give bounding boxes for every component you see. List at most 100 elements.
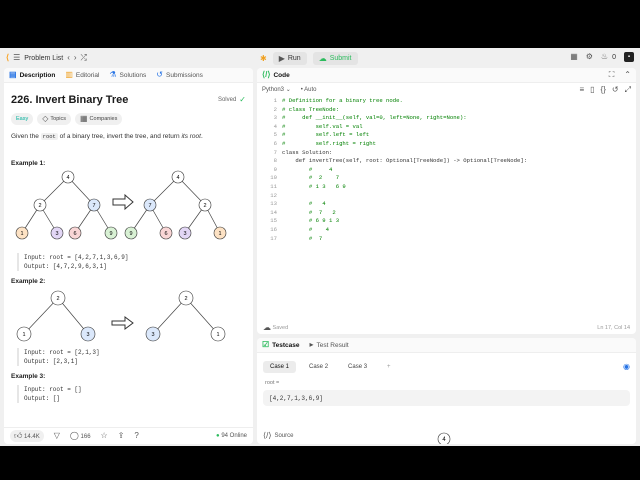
comments-button[interactable]: ◯ 166	[70, 432, 91, 441]
case-3-tab[interactable]: Case 3	[348, 364, 368, 370]
mode-toggle[interactable]: • Auto	[300, 86, 317, 93]
problem-tags: Easy ◇ Topics ▦ Companies	[11, 113, 246, 125]
tree-edge	[177, 176, 206, 206]
tree-node-label: 1	[20, 231, 23, 237]
case-tabs: Case 1 Case 2 Case 3 + ◉	[257, 353, 636, 373]
document-icon: ▤	[9, 70, 17, 79]
top-bar: ⟨ ☰ Problem List ‹ › ⤮ ✱ ▶ Run ☁ Submit …	[0, 48, 640, 68]
code-line: # class TreeNode:	[282, 105, 340, 113]
layout-icon[interactable]: ▦	[570, 52, 578, 61]
chevron-up-icon[interactable]: ⌃	[624, 70, 631, 79]
bookmark-icon[interactable]: ▯	[590, 84, 595, 94]
example-3-title: Example 3:	[11, 373, 46, 380]
tab-test-result-label: Test Result	[316, 341, 349, 349]
example-1-title: Example 1:	[11, 160, 46, 167]
topics-label: Topics	[50, 116, 66, 122]
tree-node	[61, 170, 75, 184]
code-editor[interactable]: 1# Definition for a binary tree node.2# …	[257, 97, 636, 317]
desc-text-3: .	[200, 133, 203, 140]
tab-editorial[interactable]: ▥ Editorial	[65, 71, 99, 79]
tree-node	[178, 226, 192, 240]
terminal-icon: ▸	[309, 340, 314, 349]
run-label: Run	[287, 55, 301, 62]
tag-icon: ◇	[42, 114, 49, 123]
play-icon: ▶	[278, 53, 285, 63]
case-2-tab[interactable]: Case 2	[309, 364, 329, 370]
language-select[interactable]: Python3 ⌄	[262, 87, 291, 93]
star-icon[interactable]: ☆	[100, 431, 108, 440]
input-label: root =	[265, 380, 280, 386]
tab-solutions[interactable]: ⚗ Solutions	[109, 71, 146, 79]
avatar[interactable]: ▪	[624, 52, 634, 62]
tab-testcase[interactable]: ☑ Testcase	[262, 341, 300, 349]
eye-icon[interactable]: ◉	[623, 362, 630, 371]
online-count: ● 94 Online	[216, 433, 247, 439]
tree-node-label: 6	[164, 231, 167, 237]
tab-test-result[interactable]: ▸ Test Result	[310, 341, 349, 349]
add-case-button[interactable]: +	[387, 364, 391, 370]
example-2-io: Input: root = [2,1,3] Output: [2,3,1]	[17, 348, 246, 366]
code-line: # self.right = right	[282, 140, 376, 147]
chevron-left-icon[interactable]: ‹	[67, 53, 70, 62]
tab-description[interactable]: ▤ Description	[9, 71, 55, 79]
help-icon[interactable]: ?	[134, 431, 139, 440]
code-panel: ⟨/⟩ Code ⛶ ⌃ Python3 ⌄ • Auto ≡ ▯ {} ↺ ⤢…	[257, 68, 636, 334]
notes-icon[interactable]: ≡	[579, 84, 585, 94]
tree-edge	[149, 176, 179, 206]
share-icon[interactable]: ⇪	[117, 431, 125, 440]
thumbs-up-icon: 👍︎	[14, 431, 23, 440]
example-3-input: Input: root = []	[24, 386, 82, 393]
leetcode-app: ⟨ ☰ Problem List ‹ › ⤮ ✱ ▶ Run ☁ Submit …	[0, 48, 640, 446]
input-value-field[interactable]: [4,2,7,1,3,6,9]	[263, 390, 630, 406]
tree-node	[33, 198, 47, 212]
tree-node	[87, 198, 101, 212]
desc-code: root	[40, 133, 58, 140]
description-panel: ▤ Description ▥ Editorial ⚗ Solutions ↺ …	[4, 68, 253, 444]
topics-chip[interactable]: ◇ Topics	[37, 113, 71, 125]
code-line: # 1 3 6 9	[282, 183, 346, 190]
maximize-icon[interactable]: ⛶	[608, 70, 615, 79]
book-icon: ▥	[65, 70, 73, 79]
bug-icon[interactable]: ✱	[260, 53, 267, 63]
leetcode-logo-icon[interactable]: ⟨	[6, 53, 10, 62]
checkbox-icon: ☑	[262, 340, 270, 349]
chevron-right-icon[interactable]: ›	[73, 53, 77, 62]
example-3-output: Output: []	[24, 395, 61, 402]
tree-node	[50, 226, 64, 240]
code-line: # 4	[282, 200, 326, 208]
line-number: 9	[273, 165, 277, 173]
cloud-icon: ☁	[263, 322, 271, 332]
reset-icon[interactable]: ↺	[611, 84, 619, 94]
visualizer-node-label: 4	[442, 437, 446, 443]
settings-icon[interactable]: ⚙	[585, 52, 593, 61]
problem-list-label[interactable]: Problem List	[24, 54, 64, 62]
line-number: 3	[273, 114, 277, 122]
tab-submissions[interactable]: ↺ Submissions	[156, 71, 203, 79]
companies-chip[interactable]: ▦ Companies	[74, 113, 123, 125]
tree-node-label: 1	[22, 332, 25, 338]
code-line: # self.left = left	[282, 131, 370, 139]
online-label: 94 Online	[221, 433, 247, 439]
like-button[interactable]: 👍︎ 14.4K	[10, 430, 44, 442]
line-number: 13	[270, 200, 277, 208]
example-2-input: Input: root = [2,1,3]	[24, 349, 100, 356]
case-1-tab[interactable]: Case 1	[263, 361, 297, 373]
braces-icon[interactable]: {}	[600, 84, 606, 94]
desc-text-1: Given the	[11, 133, 39, 140]
tree-node-label: 4	[66, 175, 69, 181]
expand-icon[interactable]: ⤢	[624, 84, 631, 94]
tree-edge	[39, 176, 69, 206]
streak-counter[interactable]: ♨ 0	[601, 53, 616, 61]
problem-list-nav[interactable]: ⟨ ☰ Problem List ‹ › ⤮	[6, 54, 87, 62]
submit-button[interactable]: ☁ Submit	[312, 52, 358, 65]
desc-text-2: of a binary tree, invert the tree, and r…	[59, 133, 180, 140]
line-number: 10	[270, 174, 277, 182]
thumbs-down-icon[interactable]: ▽	[53, 431, 60, 440]
editor-actions: ≡ ▯ {} ↺ ⤢	[579, 84, 631, 94]
tab-code[interactable]: ⟨/⟩ Code	[262, 71, 290, 79]
example-2-output: Output: [2,3,1]	[24, 358, 79, 365]
source-toggle[interactable]: ⟨/⟩ Source	[263, 432, 293, 440]
shuffle-icon[interactable]: ⤮	[80, 53, 87, 62]
run-button[interactable]: ▶ Run	[272, 52, 307, 65]
